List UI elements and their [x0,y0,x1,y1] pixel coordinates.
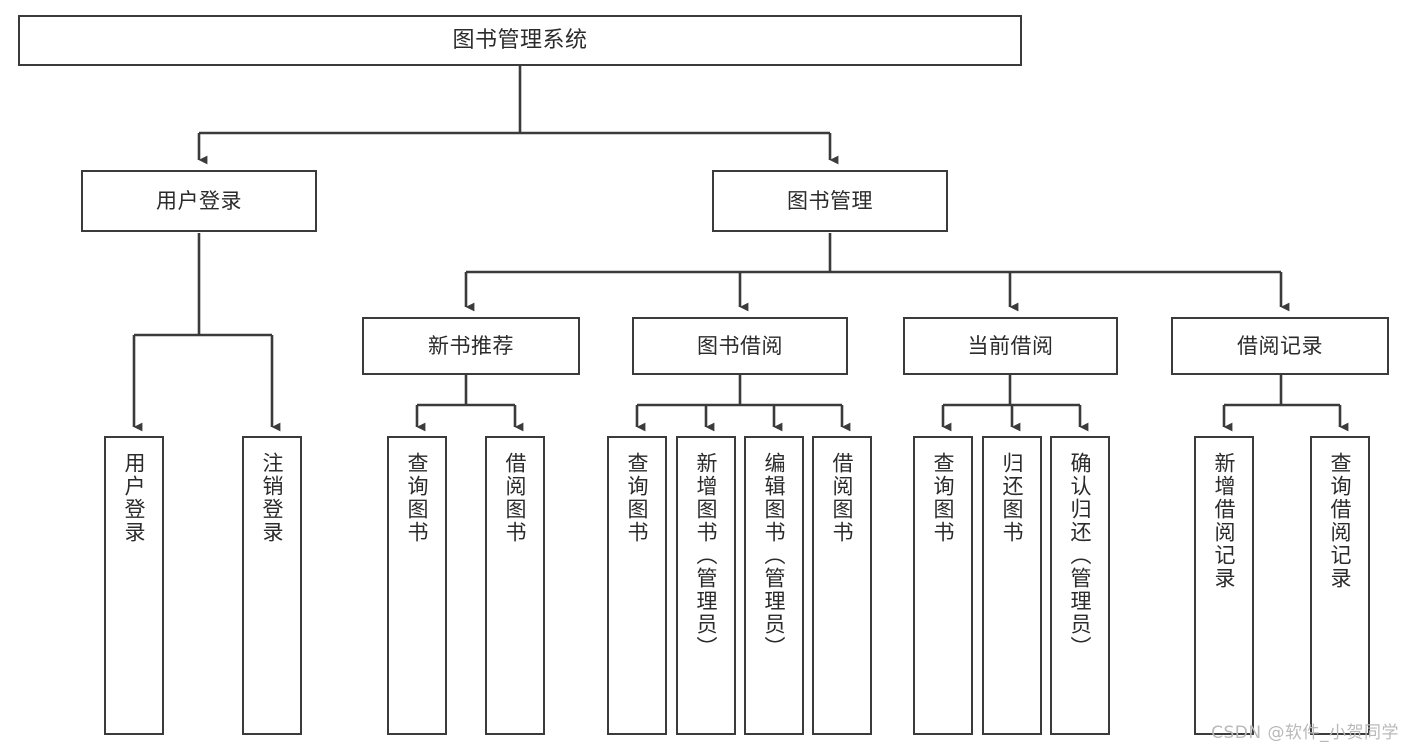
node-label: 新书推荐 [428,333,514,358]
node-user-login[interactable]: 用户登录 [81,170,317,232]
leaf-current-borrow-return[interactable]: 归还图书 [982,436,1042,735]
node-label: 借阅图书 [503,452,528,544]
leaf-user-login-login[interactable]: 用户登录 [104,436,164,735]
node-current-borrow[interactable]: 当前借阅 [903,317,1118,375]
leaf-new-book-query[interactable]: 查询图书 [387,436,447,735]
node-label: 图书借阅 [697,333,783,358]
leaf-borrow-record-query[interactable]: 查询借阅记录 [1310,436,1370,735]
node-label: 借阅记录 [1237,333,1323,358]
node-label: 确认归还（管理员） [1068,452,1093,659]
node-book-borrow[interactable]: 图书借阅 [632,317,848,375]
leaf-book-borrow-query[interactable]: 查询图书 [607,436,667,735]
leaf-book-borrow-edit[interactable]: 编辑图书（管理员） [744,436,804,735]
node-label: 注销登录 [260,452,285,544]
node-book-management[interactable]: 图书管理 [712,170,948,232]
node-label: 查询借阅记录 [1328,452,1353,590]
node-label: 查询图书 [931,452,956,544]
node-label: 用户登录 [122,452,147,544]
node-label: 查询图书 [625,452,650,544]
node-root-system[interactable]: 图书管理系统 [18,15,1022,66]
leaf-current-borrow-confirm-return[interactable]: 确认归还（管理员） [1050,436,1110,735]
node-label: 用户登录 [156,188,242,213]
node-label: 图书管理 [787,188,873,213]
node-label: 当前借阅 [967,333,1054,358]
leaf-new-book-borrow[interactable]: 借阅图书 [485,436,545,735]
node-label: 编辑图书（管理员） [762,452,787,659]
node-label: 新增图书（管理员） [694,452,719,659]
node-new-book-recommend[interactable]: 新书推荐 [362,317,580,375]
leaf-borrow-record-add[interactable]: 新增借阅记录 [1194,436,1254,735]
node-label: 归还图书 [1000,452,1025,544]
node-borrow-record[interactable]: 借阅记录 [1171,317,1389,375]
leaf-book-borrow-borrow[interactable]: 借阅图书 [812,436,872,735]
node-label: 借阅图书 [830,452,855,544]
node-label: 查询图书 [405,452,430,544]
node-label: 新增借阅记录 [1212,452,1237,590]
node-label: 图书管理系统 [452,27,588,53]
leaf-book-borrow-add[interactable]: 新增图书（管理员） [676,436,736,735]
leaf-current-borrow-query[interactable]: 查询图书 [913,436,973,735]
leaf-user-login-logout[interactable]: 注销登录 [242,436,302,735]
